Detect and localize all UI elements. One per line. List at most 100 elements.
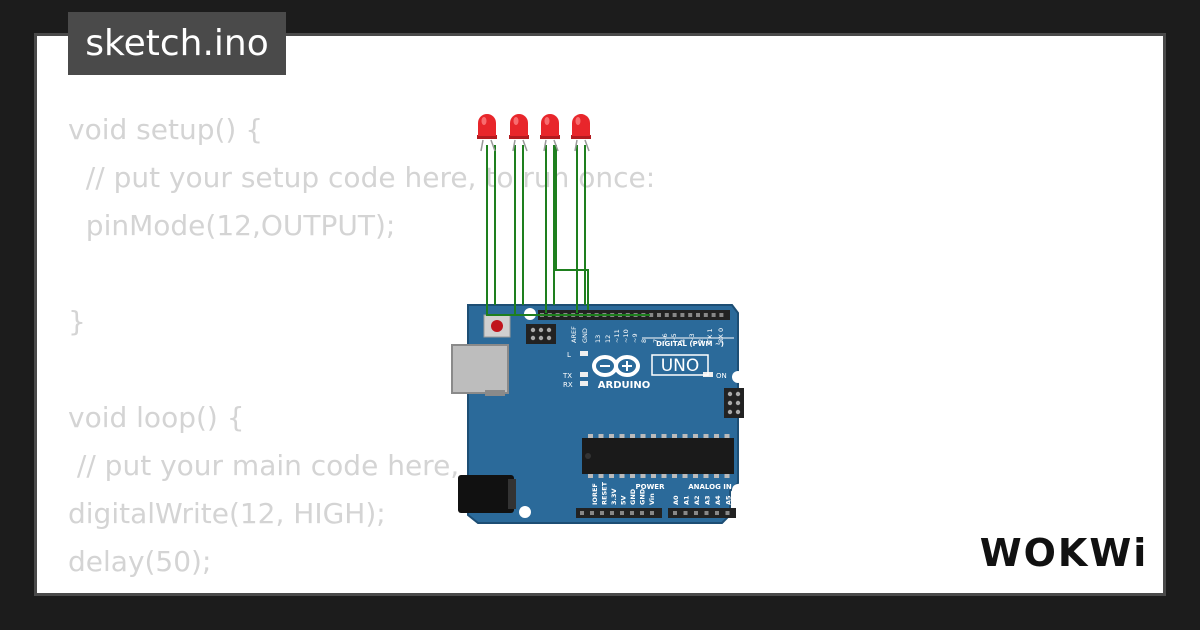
- code-line[interactable]: }: [68, 305, 86, 338]
- pin-label: ~9: [631, 333, 639, 343]
- chip-pin: [724, 474, 730, 478]
- icsp-header: [526, 324, 556, 344]
- chip-pin: [598, 474, 604, 478]
- chip-pin: [640, 434, 646, 438]
- wokwi-logo: WOKWi: [980, 531, 1147, 575]
- code-line[interactable]: digitalWrite(12, LOW);: [68, 586, 719, 593]
- icsp-pin: [530, 335, 536, 341]
- reset-button[interactable]: [491, 320, 503, 332]
- pin-label: 4: [679, 339, 687, 343]
- header-pin: [664, 313, 669, 317]
- wire[interactable]: [555, 145, 589, 310]
- chip-pin: [693, 474, 698, 478]
- wire[interactable]: [486, 145, 500, 316]
- power-jack-cap: [508, 479, 516, 509]
- code-line[interactable]: void setup() {: [68, 113, 264, 146]
- tx-led: [580, 372, 588, 377]
- header-pin: [600, 511, 604, 515]
- chip-pin: [609, 474, 614, 478]
- pin-label: TX 1: [706, 328, 714, 344]
- header-pin: [704, 511, 709, 515]
- chip-pin: [651, 434, 656, 438]
- pin-label: Vin: [648, 493, 656, 505]
- red-led[interactable]: [478, 114, 496, 136]
- header-pin: [683, 511, 688, 515]
- pin-label: 12: [604, 335, 612, 343]
- analog-header: [668, 508, 736, 518]
- pin-label: GND: [639, 488, 647, 505]
- pin-label: A5: [725, 495, 733, 505]
- header-pin: [672, 313, 677, 317]
- led-lead: [584, 139, 590, 152]
- chip-pin: [693, 434, 698, 438]
- pin-label: A1: [683, 495, 691, 505]
- arduino-logo-icon: [592, 355, 640, 377]
- usb-port: [451, 344, 509, 394]
- header-pin: [715, 511, 719, 515]
- chip-pin: [672, 474, 677, 478]
- chip-pin: [651, 474, 656, 478]
- led-lead: [553, 139, 559, 152]
- pin-label: 2: [697, 339, 705, 343]
- pin-label: AREF: [570, 326, 578, 343]
- pin-label: 3.3V: [610, 488, 618, 505]
- icsp-pin: [735, 400, 741, 406]
- mounting-hole: [732, 484, 744, 496]
- led-lead: [522, 139, 528, 152]
- chip-pin: [661, 474, 667, 478]
- analog-label: ANALOG IN: [688, 483, 732, 491]
- chip-pin: [630, 434, 635, 438]
- pin-label: 8: [640, 339, 648, 343]
- header-pin: [711, 313, 716, 317]
- icsp-pin: [546, 327, 552, 333]
- tx-led-label: TX: [562, 372, 572, 380]
- chip-pin: [588, 434, 593, 438]
- code-line[interactable]: void loop() {: [68, 401, 245, 434]
- pin-label: A4: [714, 495, 722, 505]
- model-label: UNO: [661, 356, 700, 376]
- rx-led: [580, 381, 588, 386]
- file-tab[interactable]: sketch.ino: [68, 12, 286, 75]
- code-line[interactable]: delay(50);: [68, 545, 212, 578]
- icsp-pin: [546, 335, 552, 341]
- header-pin: [620, 511, 624, 515]
- red-led[interactable]: [541, 114, 559, 136]
- chip-pin: [609, 434, 614, 438]
- model-box: [651, 354, 709, 376]
- mounting-hole: [519, 506, 531, 518]
- red-led[interactable]: [510, 114, 528, 136]
- header-pin: [688, 313, 693, 317]
- led-lead: [480, 139, 484, 152]
- power-header: [576, 508, 662, 518]
- code-line[interactable]: pinMode(12,OUTPUT);: [68, 209, 396, 242]
- led-lead: [543, 139, 547, 152]
- chip-pin: [672, 434, 677, 438]
- header-pin: [657, 313, 661, 317]
- red-led[interactable]: [572, 114, 590, 136]
- chip-pin: [630, 474, 635, 478]
- header-pin: [650, 511, 654, 515]
- led-highlight: [481, 117, 487, 125]
- chip-pin: [661, 434, 667, 438]
- chip-pin: [724, 434, 730, 438]
- chip-notch: [585, 453, 591, 459]
- pin-label: ~11: [613, 329, 621, 343]
- icsp-pin: [727, 391, 733, 397]
- led-rim: [509, 135, 529, 139]
- pin-label: IOREF: [591, 483, 599, 505]
- header-pin: [580, 511, 584, 515]
- header-pin: [719, 313, 724, 317]
- header-pin: [703, 313, 708, 317]
- pin-label: 13: [594, 335, 602, 343]
- icsp-pin: [735, 391, 741, 397]
- pin-label: A0: [672, 495, 680, 505]
- header-pin: [590, 511, 594, 515]
- header-pin: [640, 511, 644, 515]
- code-line[interactable]: digitalWrite(12, HIGH);: [68, 497, 386, 530]
- header-pin: [694, 511, 698, 515]
- led-highlight: [575, 117, 581, 125]
- code-line[interactable]: // put your setup code here, to run once…: [68, 161, 656, 194]
- chip-pin: [703, 474, 709, 478]
- mounting-hole: [732, 371, 744, 383]
